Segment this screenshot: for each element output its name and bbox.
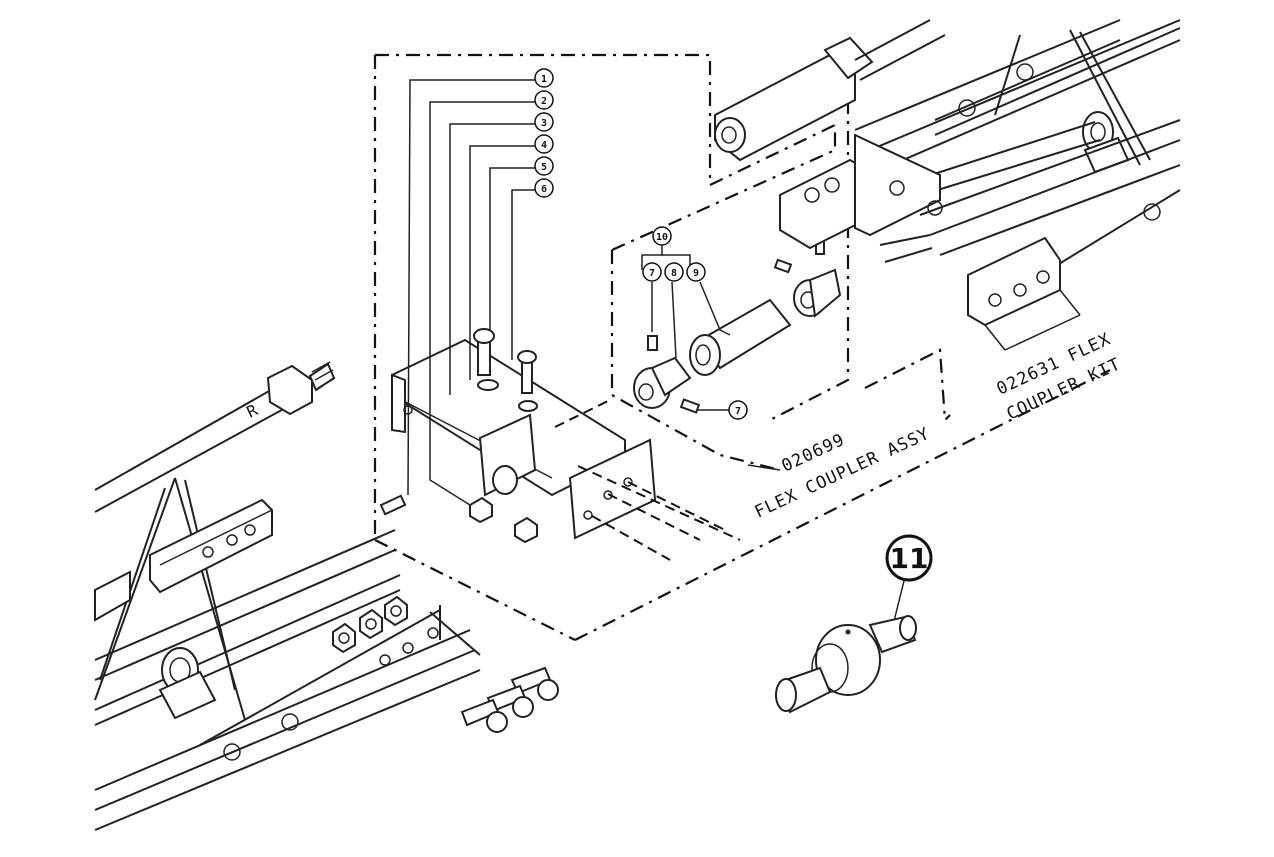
svg-text:3: 3	[541, 118, 547, 129]
callout-2[interactable]: 2	[534, 90, 554, 110]
callout-1[interactable]: 1	[534, 68, 554, 88]
svg-text:2: 2	[541, 96, 547, 107]
svg-text:5: 5	[541, 162, 547, 173]
callout-leaders	[407, 79, 540, 506]
svg-text:1: 1	[541, 74, 547, 85]
callout-column: 1 2 3 4 5 6	[534, 68, 554, 198]
rod-mark: R	[244, 400, 261, 421]
svg-text:8: 8	[671, 268, 677, 279]
callout-7[interactable]: 7	[642, 262, 662, 282]
kit-boundary	[373, 53, 1111, 641]
svg-text:11: 11	[890, 542, 929, 575]
part-11-coupler	[775, 576, 917, 714]
svg-text:6: 6	[541, 184, 547, 195]
callout-9[interactable]: 9	[686, 262, 706, 282]
center-bracket	[379, 328, 741, 561]
callout-11[interactable]: 11	[885, 534, 933, 582]
callout-4[interactable]: 4	[534, 134, 554, 154]
callout-5[interactable]: 5	[534, 156, 554, 176]
svg-text:9: 9	[693, 268, 699, 279]
callout-6[interactable]: 6	[534, 178, 554, 198]
callout-7-setscrew[interactable]: 7	[728, 400, 748, 420]
assy-label: 020699 FLEX COUPLER ASSY	[752, 424, 934, 523]
flex-coupler-assy	[633, 239, 842, 471]
callout-3[interactable]: 3	[534, 112, 554, 132]
right-frame-assembly	[714, 19, 1181, 351]
svg-text:4: 4	[541, 140, 547, 151]
callout-8[interactable]: 8	[664, 262, 684, 282]
carriage-bolts	[460, 666, 559, 733]
svg-text:7: 7	[649, 268, 655, 279]
kit-label: 022631 FLEX COUPLER KIT	[994, 329, 1124, 424]
svg-text:10: 10	[656, 232, 668, 243]
svg-text:7: 7	[735, 406, 741, 417]
left-frame-assembly	[94, 361, 481, 831]
subassembly-callouts: 10 7 8 9 7	[642, 226, 748, 420]
callout-10[interactable]: 10	[652, 226, 672, 246]
lock-nuts	[332, 595, 408, 654]
